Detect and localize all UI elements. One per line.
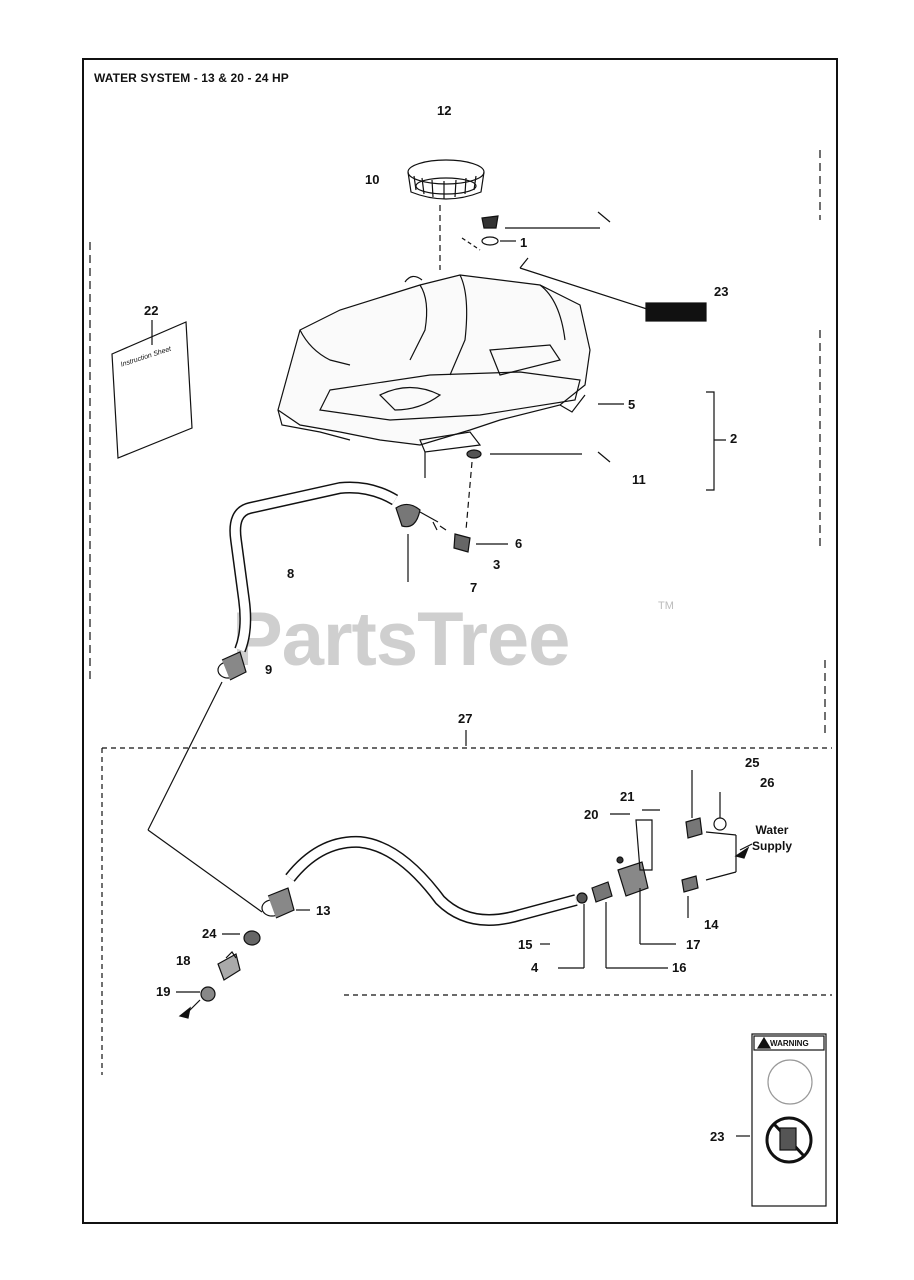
callout-15: 15 <box>518 937 533 952</box>
callout-16: 16 <box>672 960 687 975</box>
callout-27: 27 <box>458 711 473 726</box>
callout-2: 2 <box>730 431 738 446</box>
decal-top <box>645 302 707 322</box>
vent-plug <box>461 211 611 251</box>
callout-26: 26 <box>760 775 775 790</box>
warning-label-title: WARNING <box>770 1039 809 1048</box>
callout-7: 7 <box>470 580 478 595</box>
callout-22: 22 <box>144 303 159 318</box>
callout-5: 5 <box>628 397 636 412</box>
callout-9: 9 <box>265 662 273 677</box>
spray-nozzle <box>176 930 261 1019</box>
hose-clamp <box>395 503 439 582</box>
callout-17: 17 <box>686 937 701 952</box>
callout-23-top: 23 <box>714 284 729 299</box>
tank-cap <box>407 159 485 200</box>
callout-18: 18 <box>176 953 191 968</box>
callout-14: 14 <box>704 917 719 932</box>
upper-hose <box>229 481 399 653</box>
callout-3: 3 <box>493 557 501 572</box>
valve-assembly <box>540 770 753 969</box>
callout-4: 4 <box>531 960 539 975</box>
callout-10: 10 <box>365 172 380 187</box>
tank-fitting <box>432 521 508 553</box>
callout-25: 25 <box>745 755 760 770</box>
diagram-frame <box>82 58 838 1224</box>
watermark: PartsTree <box>232 597 570 682</box>
warning-label <box>736 1033 827 1207</box>
callout-23-bottom: 23 <box>710 1129 725 1144</box>
callout-11: 11 <box>632 472 646 487</box>
water-supply-label: Water Supply <box>752 822 792 854</box>
callout-24: 24 <box>202 926 217 941</box>
callout-1: 1 <box>520 235 528 250</box>
water-tank <box>277 274 591 453</box>
callout-19: 19 <box>156 984 171 999</box>
callout-12: 12 <box>437 103 452 118</box>
callout-13: 13 <box>316 903 331 918</box>
callout-20: 20 <box>584 807 599 822</box>
callout-8: 8 <box>287 566 295 581</box>
lower-coupler <box>261 887 310 919</box>
callout-21: 21 <box>620 789 635 804</box>
water-supply-line-2: Supply <box>752 839 793 853</box>
water-supply-line-1: Water <box>755 823 789 837</box>
upper-coupler <box>217 651 247 681</box>
instruction-sheet <box>111 320 193 459</box>
trademark: TM <box>658 600 674 612</box>
callout-6: 6 <box>515 536 523 551</box>
washer <box>466 449 482 459</box>
diagram-title: WATER SYSTEM - 13 & 20 - 24 HP <box>94 71 289 85</box>
